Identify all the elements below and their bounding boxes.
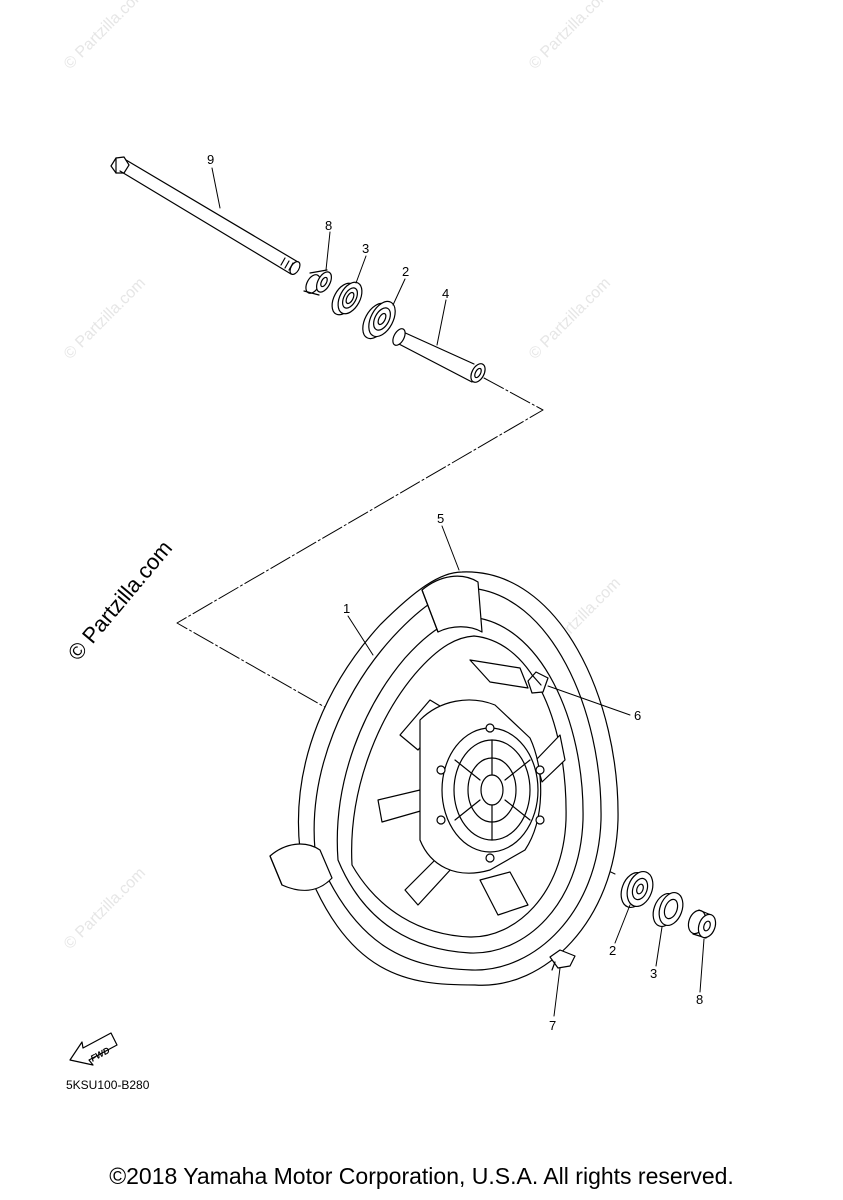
watermark-faint: © Partzilla.com [61,0,149,73]
fwd-arrow-icon [69,1032,118,1066]
oil-seal-part-3-bottom [652,891,684,928]
callout-6: 6 [634,708,641,723]
axle-part-9 [110,156,301,275]
callout-3: 3 [650,966,657,981]
bearing-part-2-bottom [620,870,654,909]
diagram-part-code: 5KSU100-B280 [66,1078,150,1092]
watermark-faint: © Partzilla.com [61,865,149,953]
valve-part-7 [549,949,576,971]
callout-8: 8 [325,218,332,233]
callout-3: 3 [362,241,369,256]
leader-lines [211,167,705,1017]
callout-4: 4 [442,286,449,301]
watermark-main: © Partzilla.com [63,536,177,666]
spacer-part-4 [392,328,486,383]
callout-1: 1 [343,601,350,616]
callout-2: 2 [402,264,409,279]
oil-seal-part-3-top [331,281,363,316]
callout-5: 5 [437,511,444,526]
collar-part-8-bottom [687,909,717,939]
callout-8: 8 [696,992,703,1007]
watermark-faint: © Partzilla.com [526,275,614,363]
callout-7: 7 [549,1018,556,1033]
watermark-faint: © Partzilla.com [526,0,614,73]
watermark-faint: © Partzilla.com [61,275,149,363]
callout-9: 9 [207,152,214,167]
callout-2: 2 [609,943,616,958]
wheel-part-1 [269,571,619,986]
bearing-part-2-top [362,300,396,340]
copyright-notice: ©2018 Yamaha Motor Corporation, U.S.A. A… [109,1163,734,1189]
part-6 [527,671,549,694]
callout-group: 9 8 3 2 4 5 1 6 2 3 8 7 [207,152,703,1033]
collar-part-8-top [303,269,332,296]
